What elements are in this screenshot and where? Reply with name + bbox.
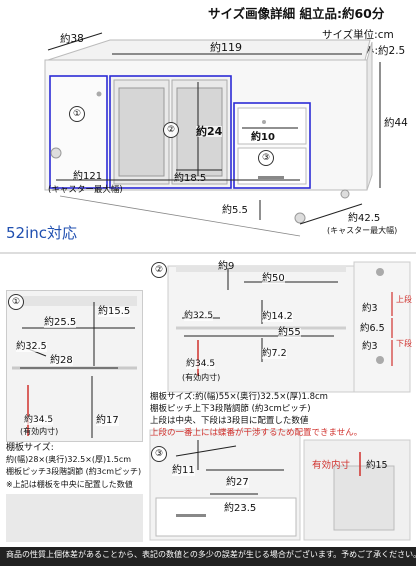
dim-caster-width: 約121 — [73, 171, 103, 182]
p2-upper: 上段 — [396, 295, 412, 304]
p3-inner-label: 有効内寸 — [312, 460, 351, 471]
p2-d7_2: 約7.2 — [262, 348, 287, 359]
p2-d55: 約55 — [278, 327, 301, 338]
p2-shelf-note1: 上段は中央、下段は3段目に配置した数値 — [150, 416, 309, 426]
dim-width: 約119 — [210, 41, 242, 54]
p1-shelf-size: 約(幅)28×(奥行)32.5×(厚)1.5cm — [6, 455, 132, 464]
p2-shelf-note-red: 上段の一番上には蝶番が干渉するため配置できません。 — [150, 428, 363, 438]
p1-d28: 約28 — [50, 355, 73, 366]
label-2: ② — [163, 122, 179, 138]
p1-shelf-title: 棚板サイズ: — [6, 443, 54, 453]
footer-text: 商品の性質上個体差があることから、表記の数値との多少の誤差が生じる場合がございま… — [6, 550, 416, 559]
label-3: ③ — [258, 150, 274, 166]
p1-shelf-pitch: 棚板ピッチ3段階調節 (約3cmピッチ) — [6, 467, 142, 476]
p3-d27: 約27 — [226, 477, 249, 488]
header-title: サイズ画像詳細 組立品:約60分 — [208, 6, 385, 21]
p2-lower: 下段 — [396, 339, 412, 348]
p2-side-3a: 約3 — [362, 303, 378, 314]
p1-lower-photo — [6, 494, 143, 542]
p2-side-6_5: 約6.5 — [360, 323, 385, 334]
p2-d9: 約9 — [218, 261, 235, 272]
footer-bar — [0, 547, 416, 566]
dim-caster-depth: 約42.5 — [348, 213, 381, 224]
p1-d32_5: 約32.5 — [16, 341, 47, 352]
panel1-label: ① — [8, 294, 24, 310]
dim-depth: 約38 — [60, 33, 84, 45]
tv-size-label: 52inc対応 — [6, 224, 78, 242]
p2-d50: 約50 — [262, 273, 285, 284]
p3-d23_5: 約23.5 — [224, 503, 257, 514]
dim-caster-width-note: (キャスター最大幅) — [48, 185, 123, 195]
p1-d17: 約17 — [96, 415, 119, 426]
p1-d34_5: 約34.5 — [24, 415, 54, 425]
dim-bottom-gap: 約5.5 — [222, 205, 248, 216]
panel3-label: ③ — [151, 446, 167, 462]
label-1: ① — [69, 106, 85, 122]
p1-d15_5: 約15.5 — [98, 306, 131, 317]
p3-d11: 約11 — [172, 465, 195, 476]
p1-d25_5: 約25.5 — [44, 317, 77, 328]
dim-caster-depth-note: (キャスター最大幅) — [327, 226, 398, 235]
p2-shelf-size: 棚板サイズ:約(幅)55×(奥行)32.5×(厚)1.8cm — [150, 392, 328, 402]
divider-1 — [0, 252, 416, 254]
p2-d14_2: 約14.2 — [262, 311, 293, 322]
p3-d15: 約15 — [366, 460, 388, 471]
p2-inner-note: (有効内寸) — [182, 373, 221, 382]
panel2-label: ② — [151, 262, 167, 278]
furniture-diagram — [0, 0, 416, 270]
p2-side-3b: 約3 — [362, 341, 378, 352]
p1-inner-note: (有効内寸) — [20, 427, 59, 436]
dim-inner-depth: 約18.5 — [174, 173, 207, 184]
p2-d34_5: 約34.5 — [186, 359, 216, 369]
p2-shelf-pitch: 棚板ピッチ上下3段階調節 (約3cmピッチ) — [150, 404, 311, 414]
furniture-svg — [44, 32, 381, 237]
dim-drawer: 約10 — [251, 132, 275, 143]
p2-d32_5: 約32.5 — [184, 311, 214, 321]
dim-inner-height: 約24 — [196, 125, 223, 138]
unit-line: サイズ単位:cm — [322, 29, 394, 41]
p1-shelf-note: ※上記は棚板を中央に配置した数値 — [6, 480, 133, 489]
dim-height: 約44 — [384, 117, 408, 129]
